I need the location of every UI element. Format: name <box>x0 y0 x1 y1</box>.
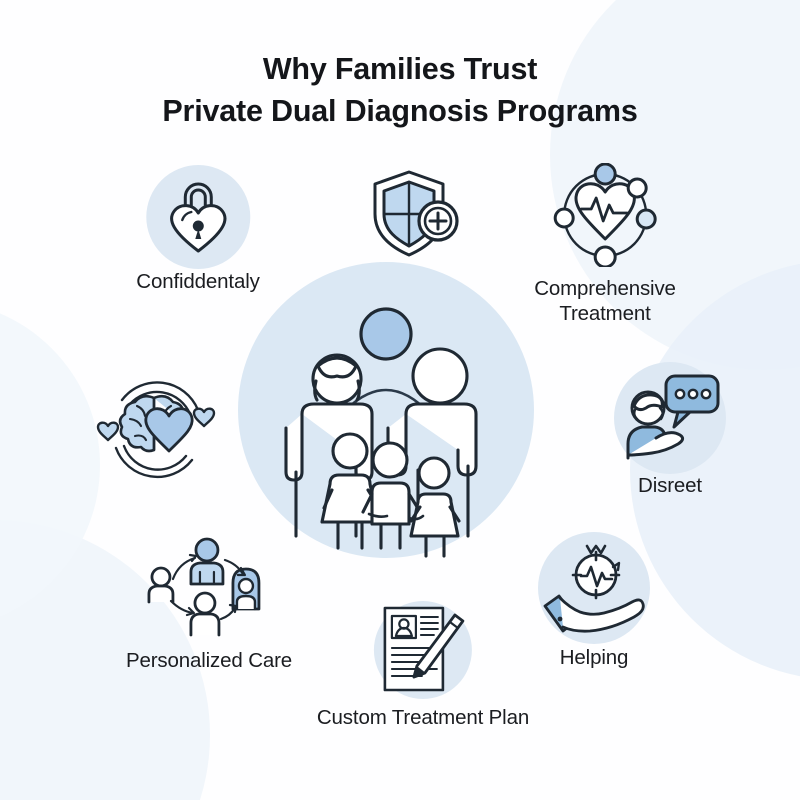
node-label-confidentiality: Confiddentaly <box>136 270 260 293</box>
heartbeat-network-icon <box>549 163 661 267</box>
page-title-line-2: Private Dual Diagnosis Programs <box>162 94 638 129</box>
people-network-icon <box>145 535 273 639</box>
node-discreet[interactable]: Disreet <box>618 372 722 498</box>
node-shield-protection[interactable] <box>362 163 464 274</box>
node-mind-body[interactable] <box>94 366 220 501</box>
hand-holding-heartbeat-icon <box>541 540 647 636</box>
person-speech-bubble-icon <box>618 372 722 464</box>
node-helping[interactable]: Helping <box>541 540 647 670</box>
background-wash-left <box>0 300 100 630</box>
node-label-custom-treatment-plan: Custom Treatment Plan <box>316 706 530 729</box>
page-title: Why Families Trust Private Dual Diagnosi… <box>0 48 800 132</box>
document-pencil-icon <box>375 604 471 696</box>
heart-padlock-icon <box>155 174 241 260</box>
node-label-personalized-care: Personalized Care <box>125 649 293 672</box>
node-personalized-care[interactable]: Personalized Care <box>126 535 292 673</box>
node-label-discreet: Disreet <box>638 474 702 497</box>
node-label-helping: Helping <box>559 646 629 669</box>
node-label-comprehensive-treatment: Comprehensive Treatment <box>534 277 676 326</box>
node-custom-treatment-plan[interactable]: Custom Treatment Plan <box>317 604 529 730</box>
family-group-icon <box>284 307 478 558</box>
medical-shield-icon <box>362 163 464 265</box>
node-comprehensive-treatment[interactable]: Comprehensive Treatment <box>534 163 676 327</box>
brain-heart-cycle-icon <box>94 366 220 492</box>
node-confidentiality[interactable]: Confiddentaly <box>136 174 260 294</box>
page-title-line-1: Why Families Trust <box>262 52 538 86</box>
